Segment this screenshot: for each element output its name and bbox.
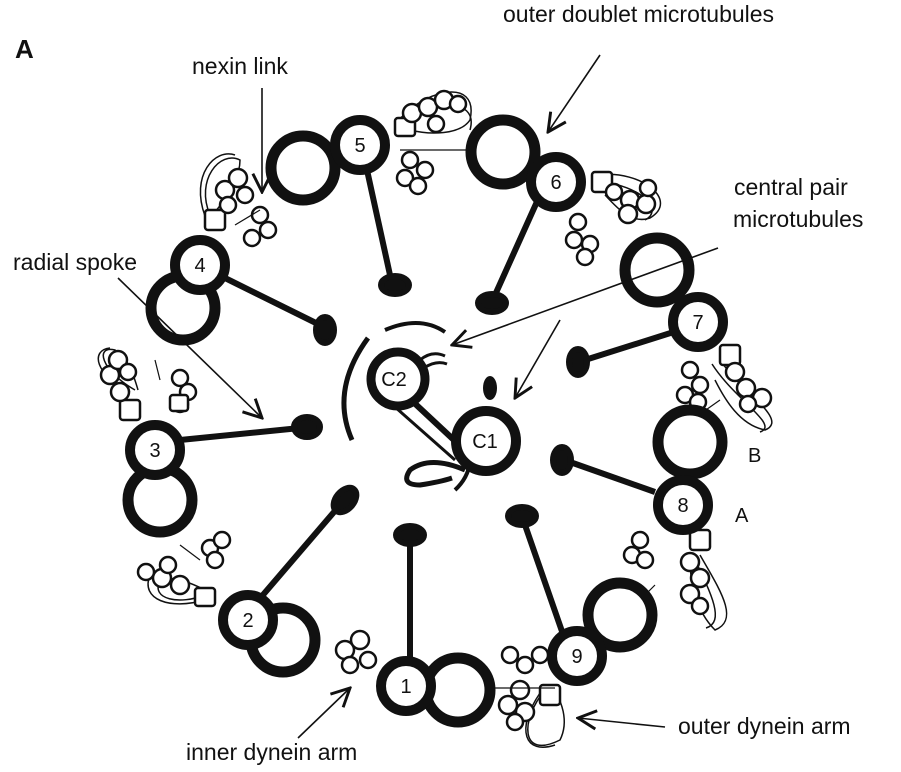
- radial-spoke-7: [569, 330, 680, 375]
- radial-spoke-8: [553, 447, 655, 492]
- panel-label: A: [15, 34, 34, 64]
- nexin-link-label: nexin link: [192, 53, 288, 79]
- doublet-3: 3: [128, 425, 192, 532]
- radial-spoke-2: [250, 483, 361, 610]
- outer-dynein-arm-label: outer dynein arm: [678, 713, 851, 739]
- doublet-9-number: 9: [571, 646, 582, 668]
- doublet-2-number: 2: [242, 610, 253, 632]
- radial-spoke-label: radial spoke: [13, 249, 137, 275]
- doublet-7: 7: [625, 238, 723, 347]
- inner-dynein-arm-label: inner dynein arm: [186, 739, 357, 765]
- inner-dynein-arm-arrow: [298, 688, 350, 738]
- central-pair: C2 C1: [371, 352, 516, 490]
- tubule-a-label: A: [735, 505, 749, 527]
- doublet-6-number: 6: [550, 172, 561, 194]
- doublet-8-number: 8: [677, 495, 688, 517]
- doublet-3-number: 3: [149, 440, 160, 462]
- radial-spoke-3: [180, 417, 320, 440]
- outer-doublet-arrow: [548, 55, 600, 132]
- radial-spoke-1: [396, 526, 424, 660]
- doublet-6: 6: [471, 120, 581, 207]
- tubule-b-label: B: [748, 445, 761, 467]
- central-pair-label-line2: microtubules: [733, 206, 863, 232]
- doublet-2: 2: [223, 595, 315, 672]
- central-tubule-c1-label: C1: [472, 431, 498, 453]
- doublet-5-number: 5: [354, 135, 365, 157]
- radial-spoke-9: [508, 507, 565, 640]
- central-pair-arrow-2: [515, 320, 560, 398]
- doublet-1-number: 1: [400, 676, 411, 698]
- doublet-7-number: 7: [692, 312, 703, 334]
- doublet-8: 8: [658, 410, 722, 530]
- doublet-9: 9: [552, 583, 652, 681]
- doublet-4-number: 4: [194, 255, 205, 277]
- central-tubule-c2-label: C2: [381, 369, 407, 391]
- outer-doublet-label: outer doublet microtubules: [503, 1, 774, 27]
- radial-spoke-4: [225, 278, 334, 343]
- doublet-1: 1: [381, 658, 490, 722]
- central-pair-label-line1: central pair: [734, 174, 848, 200]
- outer-dynein-arm-arrow: [578, 718, 665, 727]
- radial-spoke-6: [478, 195, 540, 312]
- radial-spoke-5: [367, 170, 409, 294]
- doublet-4: 4: [151, 240, 225, 340]
